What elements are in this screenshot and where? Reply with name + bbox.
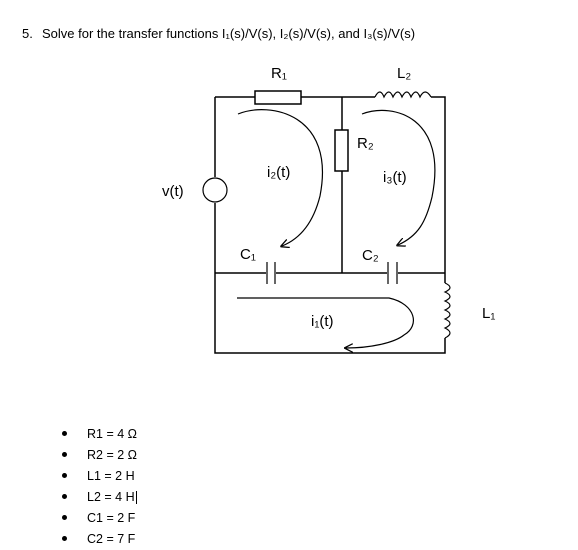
inductor-l2: [374, 91, 432, 99]
capacitor-c1: [266, 262, 276, 284]
label-source: v(t): [162, 183, 184, 200]
bullet-icon: [62, 452, 67, 458]
parameter-l2: L2 = 4 H: [87, 490, 135, 504]
label-i3: i₃(t): [383, 169, 407, 186]
question-heading: 5. Solve for the transfer functions I₁(s)…: [22, 26, 415, 41]
parameter-item: L1 = 2 H: [62, 466, 137, 487]
bullet-icon: [62, 494, 67, 500]
parameter-r1: R1 = 4 Ω: [87, 427, 137, 441]
label-r1: R₁: [271, 65, 287, 82]
question-text: Solve for the transfer functions I₁(s)/V…: [42, 26, 416, 41]
loop-arrow-i1: [237, 297, 414, 348]
question-number: 5.: [22, 26, 33, 41]
parameter-c1: C1 = 2 F: [87, 511, 136, 525]
bullet-icon: [62, 536, 67, 542]
label-i1: i₁(t): [311, 313, 334, 330]
wire-left-lower: [214, 203, 446, 354]
parameter-c2: C2 = 7 F: [87, 532, 136, 546]
label-l1: L₁: [482, 305, 495, 322]
parameter-list: R1 = 4 Ω R2 = 2 Ω L1 = 2 H L2 = 4 H C1 =…: [62, 424, 137, 550]
loop-arrow-i3: [361, 109, 436, 245]
label-c2: C₂: [362, 247, 379, 264]
label-i2: i₂(t): [267, 164, 290, 181]
resistor-r1: [254, 90, 302, 105]
inductor-l1: [443, 282, 451, 339]
parameter-r2: R2 = 2 Ω: [87, 448, 137, 462]
voltage-source: [202, 177, 228, 203]
parameter-item: R2 = 2 Ω: [62, 445, 137, 466]
text-cursor: [135, 491, 137, 505]
parameter-item: L2 = 4 H: [62, 487, 137, 508]
resistor-r2: [334, 129, 349, 172]
bullet-icon: [62, 515, 67, 521]
wire-top-right: [431, 96, 446, 283]
bullet-icon: [62, 431, 67, 437]
parameter-l1: L1 = 2 H: [87, 469, 135, 483]
parameter-item: C1 = 2 F: [62, 508, 137, 529]
parameter-item: R1 = 4 Ω: [62, 424, 137, 445]
parameter-item: C2 = 7 F: [62, 529, 137, 550]
bullet-icon: [62, 473, 67, 479]
label-c1: C₁: [240, 246, 256, 263]
label-l2: L₂: [397, 65, 411, 82]
capacitor-c2: [387, 262, 398, 284]
label-r2: R₂: [357, 135, 374, 152]
loop-arrow-i2: [237, 109, 323, 246]
